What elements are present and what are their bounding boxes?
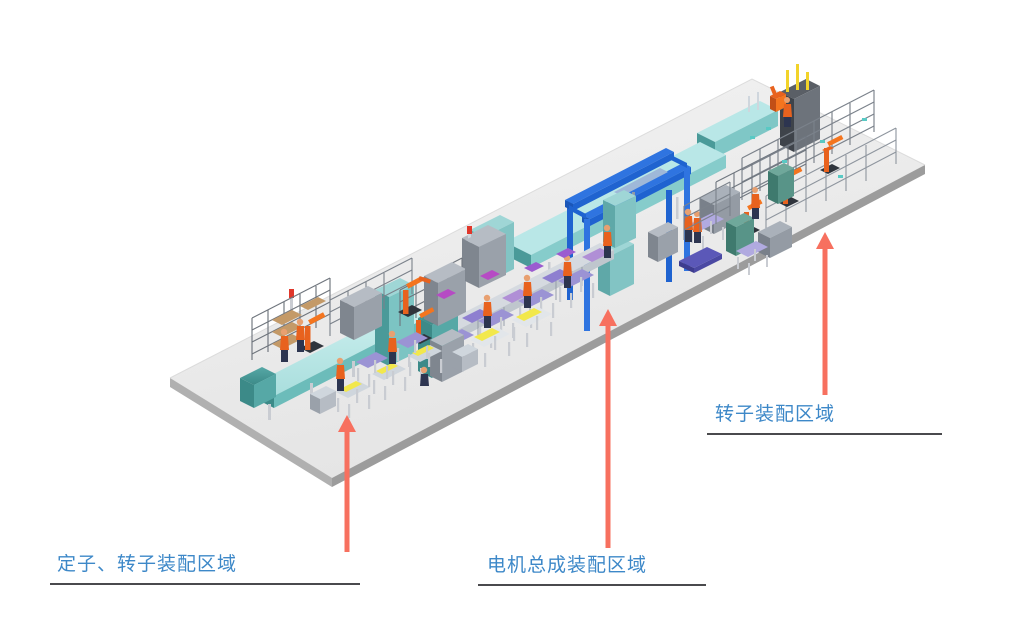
callout-underline-motor-assembly: [478, 584, 706, 586]
operator-m3: [523, 274, 532, 308]
callout-rotor-assembly: 转子装配区域: [707, 402, 942, 435]
zone-stator-rotor-assembly: [240, 227, 576, 420]
callout-stator-rotor: 定子、转子装配区域: [50, 552, 360, 585]
front-machine-box-1: [310, 386, 336, 414]
arrow-rotor-assembly: [816, 232, 834, 395]
work-table-r2: [736, 241, 768, 275]
safety-fence-grid-1: [741, 89, 875, 200]
machine-unit-s1: [340, 286, 382, 340]
callout-motor-assembly: 电机总成装配区域: [478, 553, 706, 586]
operator-m5: [603, 224, 612, 258]
yellow-mast-assembly: [748, 64, 809, 112]
arrow-motor-assembly: [599, 309, 617, 548]
operator-s4: [280, 328, 289, 362]
industrial-robot-s2: [300, 312, 326, 353]
arrow-stator-rotor: [338, 415, 356, 552]
industrial-robot-r1: [769, 85, 786, 112]
zone-rotor-assembly: [690, 64, 897, 275]
operator-m2: [483, 294, 492, 328]
part-bins-rotor: [750, 118, 867, 178]
machine-unit-s2: [424, 262, 466, 326]
callout-label-stator-rotor: 定子、转子装配区域: [57, 554, 238, 575]
machine-cabinet-m3: [603, 190, 636, 248]
work-tables-stator: [336, 307, 553, 418]
industrial-robot-s1: [398, 276, 432, 317]
station-frame-m: [683, 181, 731, 240]
callout-underline-rotor-assembly: [707, 433, 942, 435]
operator-r2: [751, 187, 760, 219]
purple-benches-stator: [356, 332, 429, 387]
status-mast-red-2: [289, 289, 294, 312]
pallets-on-line: [462, 248, 610, 323]
operator-s3: [388, 330, 397, 364]
operator-s1: [296, 318, 305, 352]
callout-underline-stator-rotor: [50, 583, 360, 585]
operator-m4: [563, 254, 572, 288]
green-cabinet-b: [768, 163, 794, 204]
operator-s5: [420, 366, 429, 386]
conveyor-end-cabinet-left: [240, 367, 276, 408]
machine-cabinet-m5: [648, 222, 678, 262]
industrial-robot-r2: [820, 134, 844, 174]
floor-pallet-blue: [679, 247, 722, 273]
front-machine-box-2: [452, 344, 478, 372]
callout-label-motor-assembly: 电机总成装配区域: [487, 555, 648, 576]
operator-s2: [336, 357, 345, 391]
callout-label-rotor-assembly: 转子装配区域: [715, 404, 836, 425]
operator-r3: [783, 97, 792, 127]
callout-arrows: [338, 232, 834, 552]
part-bins-stator: [436, 248, 576, 299]
